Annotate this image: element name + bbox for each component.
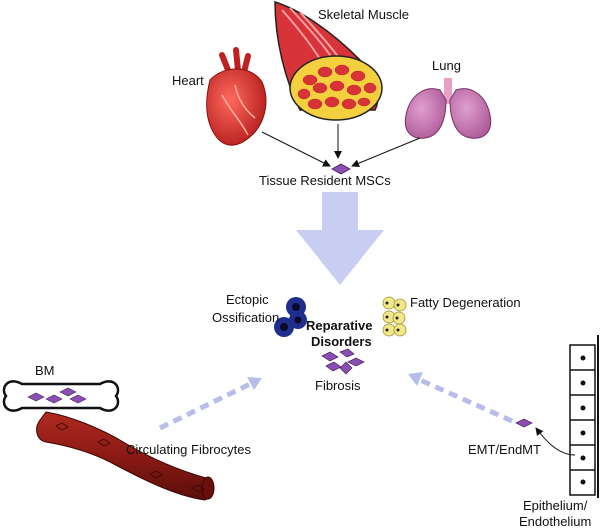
blood-vessel-icon	[36, 411, 215, 501]
circulating-fibrocytes-label: Circulating Fibrocytes	[126, 442, 251, 457]
ectopic-label-line2: Ossification	[212, 310, 279, 325]
ectopic-label-line1: Ectopic	[226, 292, 269, 307]
reparative-label-line2: Disorders	[311, 334, 372, 349]
lung-icon	[404, 78, 492, 139]
bm-label: BM	[35, 363, 55, 378]
tissue-resident-label: Tissue Resident MSCs	[259, 173, 391, 188]
msc-cell-icon	[331, 163, 351, 175]
fibrosis-label: Fibrosis	[315, 378, 361, 393]
fibroblast-cluster-icon	[321, 348, 365, 375]
emt-arrowhead	[408, 372, 423, 386]
emt-curved-arrow	[535, 427, 576, 456]
epithelium-column-icon	[569, 335, 599, 498]
heart-label: Heart	[172, 73, 204, 88]
big-down-arrow	[296, 192, 384, 285]
adipocyte-cluster-icon	[382, 296, 407, 337]
heart-to-msc-arrow	[261, 131, 331, 167]
epithelium-label-line2: Endothelium	[519, 514, 591, 529]
skeletal-muscle-icon	[274, 0, 383, 121]
fibrocyte-arrowhead	[247, 377, 262, 390]
bone-icon	[2, 380, 120, 412]
osteoblast-cluster-icon	[274, 297, 307, 337]
reparative-label-line1: Reparative	[306, 318, 372, 333]
fibrocyte-dashed-arrow	[158, 380, 254, 431]
lung-to-msc-arrow	[351, 137, 421, 168]
emt-cell-icon	[515, 418, 533, 428]
skeletal-muscle-label: Skeletal Muscle	[318, 7, 409, 22]
emt-label: EMT/EndMT	[468, 442, 541, 457]
epithelium-label-line1: Epithelium/	[523, 498, 588, 513]
lung-label: Lung	[432, 58, 461, 73]
heart-organ-icon	[206, 47, 267, 146]
fatty-degeneration-label: Fatty Degeneration	[410, 295, 521, 310]
emt-dashed-arrow	[416, 376, 514, 424]
